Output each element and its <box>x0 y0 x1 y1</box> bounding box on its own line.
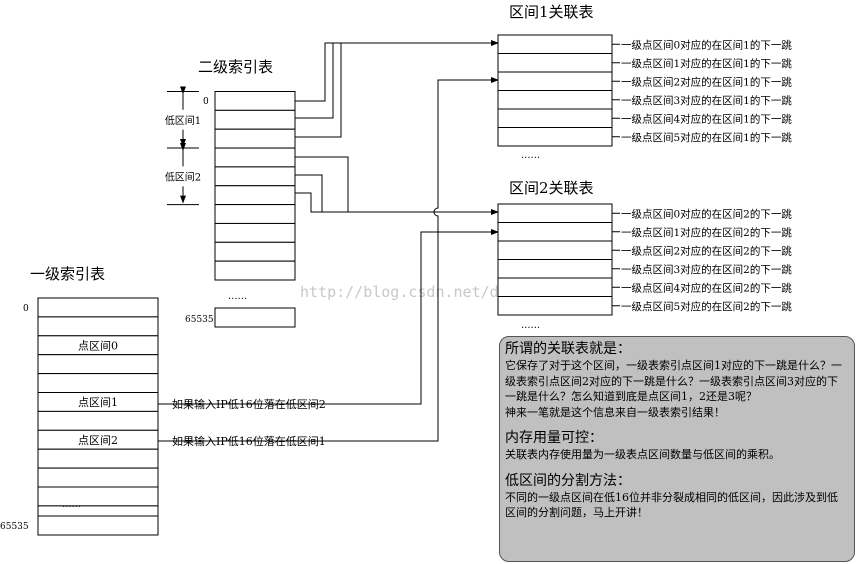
assoc-table-row <box>497 71 613 91</box>
assoc-entry-label: 一级点区间1对应的在区间2的下一跳 <box>621 226 792 239</box>
point-range-label: 点区间1 <box>78 396 118 409</box>
first-table-ellipsis: ...... <box>62 499 81 510</box>
connector-low1-row2 <box>295 43 342 138</box>
assoc-table-row <box>497 90 613 110</box>
assoc-table-2: 一级点区间0对应的在区间2的下一跳一级点区间1对应的在区间2的下一跳一级点区间2… <box>497 203 792 316</box>
second-level-index-table <box>214 91 296 281</box>
second-table-index-start: 0 <box>203 97 209 107</box>
bracket-label-bg <box>163 168 203 184</box>
first-table-row <box>37 316 159 337</box>
first-table-last-row <box>37 515 159 536</box>
explanation-note: 所谓的关联表就是： 它保存了对于这个区间，一级表索引点区间1对应的下一跳是什么？… <box>499 336 855 562</box>
second-table-row <box>214 166 296 187</box>
first-table-row <box>37 467 159 488</box>
second-table-last-row <box>214 307 296 328</box>
connector-low2-row5 <box>295 192 499 215</box>
assoc-table-2-ellipsis: ...... <box>521 320 540 331</box>
point1-connector-label: 如果输入IP低16位落在低区间2 <box>172 397 326 411</box>
assoc-table-1-title: 区间1关联表 <box>509 3 594 21</box>
first-table-row <box>37 373 159 394</box>
assoc-entry-label: 一级点区间2对应的在区间2的下一跳 <box>621 244 792 257</box>
assoc-table-row <box>497 222 613 242</box>
first-table-row <box>37 354 159 375</box>
second-table-row <box>214 147 296 168</box>
connector-low1-row1 <box>295 43 334 119</box>
connector-low2-row3 <box>295 156 349 212</box>
second-table-row <box>214 109 296 130</box>
first-level-index-table: 点区间0 点区间1 点区间2 <box>37 297 159 526</box>
connector-low1-row0 <box>295 40 499 102</box>
second-table-title: 二级索引表 <box>198 58 273 76</box>
connector-low2-row4 <box>295 174 323 212</box>
bracket-label: 低区间2 <box>165 170 201 183</box>
bracket-label: 低区间1 <box>165 114 201 127</box>
second-table-row <box>214 204 296 224</box>
assoc-table-row <box>497 277 613 297</box>
first-table-index-start: 0 <box>23 304 29 314</box>
first-table-row <box>37 410 159 431</box>
note-section3-title: 低区间的分割方法： <box>505 472 631 489</box>
assoc-entry-label: 一级点区间1对应的在区间1的下一跳 <box>621 57 792 70</box>
assoc-entry-label: 一级点区间3对应的在区间2的下一跳 <box>621 263 792 276</box>
assoc-entry-label: 一级点区间2对应的在区间1的下一跳 <box>621 75 792 88</box>
assoc-table-row <box>497 259 613 279</box>
assoc-entry-label: 一级点区间4对应的在区间2的下一跳 <box>621 281 792 294</box>
assoc-table-row <box>497 203 613 223</box>
note-section1-text2: 神来一笔就是这个信息来自一级表索引结果！ <box>505 405 725 419</box>
assoc-table-row <box>497 34 613 54</box>
assoc-entry-label: 一级点区间5对应的在区间2的下一跳 <box>621 300 792 313</box>
second-table-row <box>214 222 296 243</box>
assoc-table-row <box>497 296 613 316</box>
connector-point1-to-assoc2 <box>158 229 499 405</box>
assoc-entry-label: 一级点区间4对应的在区间1的下一跳 <box>621 112 792 125</box>
assoc-entry-label: 一级点区间5对应的在区间1的下一跳 <box>621 131 792 144</box>
second-table-row <box>214 260 296 281</box>
assoc-table-2-title: 区间2关联表 <box>509 179 594 197</box>
assoc-entry-label: 一级点区间0对应的在区间2的下一跳 <box>621 207 792 220</box>
assoc-table-row <box>497 108 613 128</box>
second-table-row <box>214 128 296 149</box>
second-table-ellipsis: ...... <box>228 291 247 302</box>
first-table-row <box>37 448 159 469</box>
note-section1-text: 它保存了对于这个区间，一级表索引点区间1对应的下一跳是什么？一级表索引点区间2对… <box>505 359 842 403</box>
assoc-table-1-ellipsis: ...... <box>521 150 540 161</box>
point-range-label: 点区间2 <box>78 434 118 447</box>
note-section3-text: 不同的一级点区间在低16位并非分裂成相同的低区间，因此涉及到低区间的分割问题，马… <box>505 490 838 520</box>
watermark-text: http://blog.csdn.net/dog250 <box>300 283 544 301</box>
first-table-row <box>37 297 159 318</box>
first-table-title: 一级索引表 <box>30 265 105 283</box>
point-range-label: 点区间0 <box>78 339 118 352</box>
bracket-label-bg <box>163 111 203 127</box>
second-table-row <box>214 185 296 206</box>
assoc-entry-label: 一级点区间3对应的在区间1的下一跳 <box>621 94 792 107</box>
note-section2-title: 内存用量可控： <box>505 430 603 446</box>
assoc-table-row <box>497 127 613 147</box>
low-range-brackets: 低区间1 低区间2 <box>163 86 203 206</box>
point2-connector-label: 如果输入IP低16位落在低区间1 <box>172 434 326 448</box>
assoc-table-row <box>497 240 613 260</box>
first-table-index-end: 65535 <box>0 522 29 532</box>
note-section1-title: 所谓的关联表就是： <box>505 341 631 357</box>
assoc-table-row <box>497 53 613 73</box>
second-table-row <box>214 91 296 111</box>
assoc-entry-label: 一级点区间0对应的在区间1的下一跳 <box>621 38 792 51</box>
note-section2-text: 关联表内存使用量为一级表点区间数量与低区间的乘积。 <box>505 448 780 461</box>
first-table-row <box>37 486 159 507</box>
second-table-index-end: 65535 <box>185 315 214 325</box>
second-table-row <box>214 241 296 262</box>
assoc-table-1: 一级点区间0对应的在区间1的下一跳一级点区间1对应的在区间1的下一跳一级点区间2… <box>497 34 792 147</box>
connector-point2-to-assoc1 <box>158 77 499 442</box>
